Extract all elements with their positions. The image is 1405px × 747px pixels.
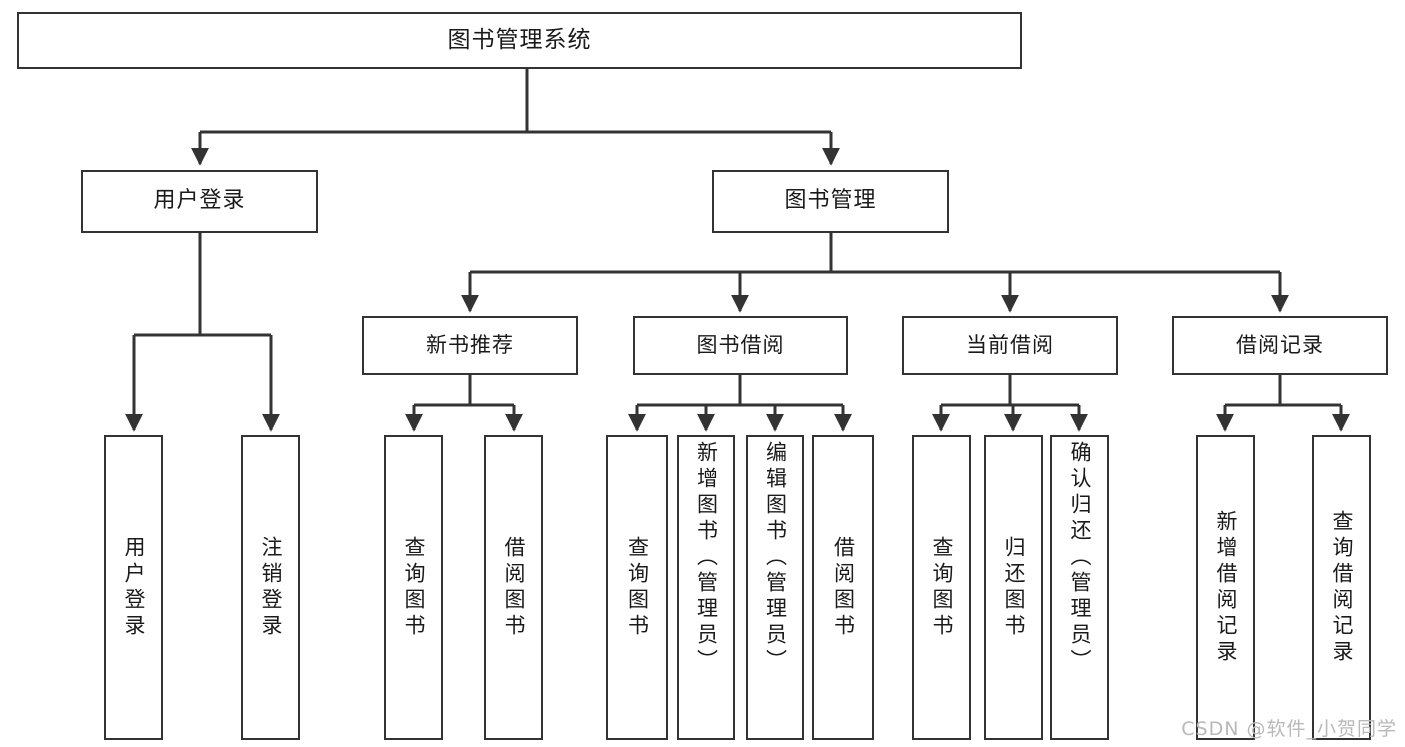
leaf-node-label: 查询图书 [625,535,650,640]
leaf-node[interactable]: 查询图书 [912,435,971,740]
leaf-node[interactable]: 用户登录 [104,435,163,740]
leaf-node-label: 用户登录 [122,535,146,640]
node-root[interactable]: 图书管理系统 [17,12,1022,69]
node-new-book-recommend-label: 新书推荐 [426,332,514,357]
leaf-node[interactable]: 查询借阅记录 [1312,435,1371,740]
leaf-node[interactable]: 新增借阅记录 [1196,435,1255,740]
node-book-borrow-label: 图书借阅 [696,332,785,357]
leaf-node-label: 归还图书 [1002,535,1026,640]
leaf-node[interactable]: 编辑图书（管理员） [746,435,804,740]
leaf-node[interactable]: 借阅图书 [484,435,543,740]
leaf-node[interactable]: 新增图书（管理员） [677,435,735,740]
node-user-login[interactable]: 用户登录 [81,170,318,233]
node-current-borrow[interactable]: 当前借阅 [902,316,1118,375]
leaf-node-label: 查询图书 [402,535,426,640]
watermark-text: CSDN @软件_小贺同学 [1181,718,1397,740]
leaf-node-label: 新增借阅记录 [1214,509,1238,666]
node-root-label: 图书管理系统 [447,26,592,53]
node-borrow-record-label: 借阅记录 [1236,332,1324,357]
leaf-node[interactable]: 查询图书 [606,435,668,740]
leaf-node[interactable]: 确认归还（管理员） [1050,435,1109,740]
leaf-node-label: 查询图书 [930,535,954,640]
node-borrow-record[interactable]: 借阅记录 [1172,316,1388,375]
leaf-node-label: 借阅图书 [502,535,526,640]
node-book-management[interactable]: 图书管理 [712,170,949,233]
node-user-login-label: 用户登录 [153,188,246,214]
leaf-node-label: 新增图书（管理员） [694,441,719,675]
node-new-book-recommend[interactable]: 新书推荐 [362,316,578,375]
leaf-node-label: 注销登录 [259,535,283,640]
node-book-management-label: 图书管理 [784,188,877,214]
node-book-borrow[interactable]: 图书借阅 [633,316,848,375]
leaf-node-label: 编辑图书（管理员） [763,441,788,675]
leaf-node[interactable]: 注销登录 [241,435,300,740]
node-current-borrow-label: 当前借阅 [966,332,1054,357]
leaf-node[interactable]: 查询图书 [384,435,443,740]
leaf-node[interactable]: 借阅图书 [812,435,874,740]
leaf-node-label: 查询借阅记录 [1330,509,1354,666]
leaf-node[interactable]: 归还图书 [984,435,1043,740]
leaf-node-label: 确认归还（管理员） [1068,441,1092,675]
leaf-node-label: 借阅图书 [831,535,856,640]
